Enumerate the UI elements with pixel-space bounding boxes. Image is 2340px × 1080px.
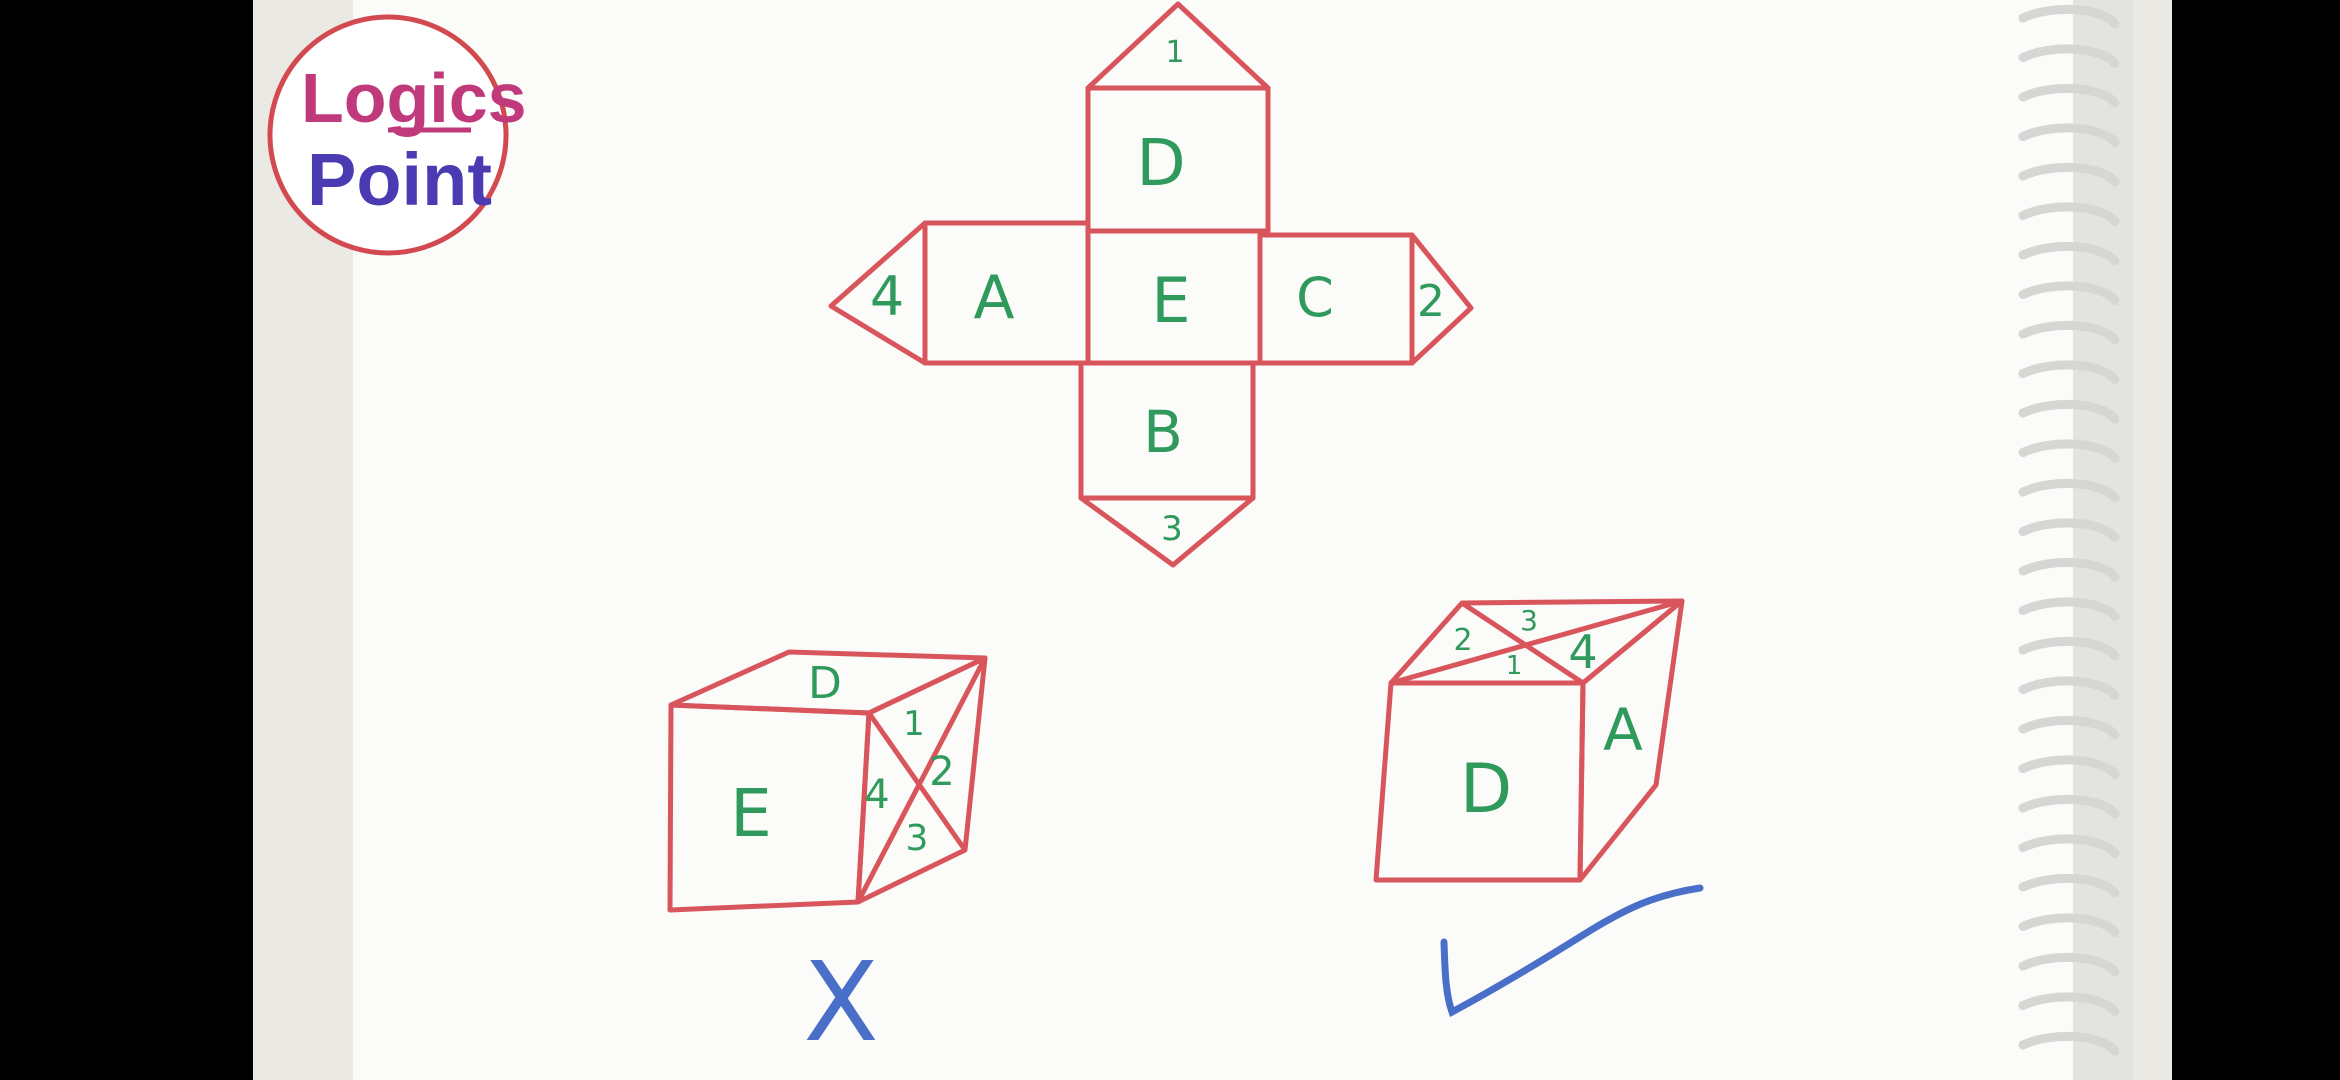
spiral-ring — [2018, 992, 2120, 1016]
net-flap-left-label: 4 — [870, 265, 904, 328]
wrong-cube-side-part-right: 2 — [929, 749, 954, 795]
spiral-ring — [2018, 321, 2120, 345]
net-face-bottom-label: B — [1143, 398, 1183, 466]
right-cube — [1373, 598, 1685, 883]
spiral-ring — [2018, 1032, 2120, 1056]
net-face-center-label: E — [1151, 264, 1190, 337]
spiral-ring — [2018, 795, 2120, 819]
spiral-ring — [2018, 637, 2120, 661]
spiral-ring — [2018, 558, 2120, 582]
logo-line-2: Point — [307, 138, 492, 221]
right-cube-side — [1577, 598, 1685, 883]
spiral-ring — [2018, 518, 2120, 542]
net-flap-right — [1409, 232, 1474, 366]
spiral-ring — [2018, 360, 2120, 384]
spiral-ring — [2018, 242, 2120, 266]
logics-point-logo: Logics Point — [267, 14, 527, 256]
net-face-left-label: A — [973, 263, 1014, 333]
spiral-ring — [2018, 400, 2120, 424]
net-flap-right-label: 2 — [1417, 276, 1445, 327]
wrong-mark: X — [803, 938, 878, 1066]
wrong-cube — [667, 649, 988, 913]
right-cube-top-diagonal-1 — [1390, 598, 1683, 686]
wrong-cube-diagonal-1 — [866, 711, 968, 852]
wrong-cube-side-part-left: 4 — [864, 772, 889, 818]
net-flap-bottom-label: 3 — [1161, 509, 1183, 549]
cube-net — [828, 1, 1474, 568]
net-face-top-label: D — [1136, 127, 1185, 201]
spiral-ring — [2018, 874, 2120, 898]
spiral-ring — [2018, 913, 2120, 937]
right-cube-top-part-left: 2 — [1453, 623, 1472, 658]
spiral-ring — [2018, 834, 2120, 858]
net-labels: 1 D 4 A E C 2 B 3 — [870, 35, 1445, 549]
spiral-ring — [2018, 163, 2120, 187]
spiral-ring — [2018, 84, 2120, 108]
wrong-cube-front-label: E — [730, 775, 772, 852]
net-flap-top — [1085, 1, 1271, 91]
spiral-ring — [2018, 5, 2120, 29]
spiral-ring — [2018, 439, 2120, 463]
paper-sheet — [353, 0, 2073, 1080]
spiral-ring — [2018, 755, 2120, 779]
right-cube-labels: D A 3 2 1 4 — [1453, 604, 1643, 829]
spiral-ring — [2018, 202, 2120, 226]
spiral-ring — [2018, 479, 2120, 503]
net-face-right-label: C — [1296, 266, 1334, 329]
right-cube-side-label: A — [1603, 696, 1643, 764]
spiral-ring — [2018, 44, 2120, 68]
net-flap-top-label: 1 — [1165, 35, 1184, 70]
video-frame: Logics Point 1 D 4 A E C 2 B 3 E D 1 — [253, 0, 2172, 1080]
spiral-binding — [2018, 5, 2120, 1056]
net-flap-bottom — [1078, 495, 1256, 568]
whiteboard-scene: Logics Point 1 D 4 A E C 2 B 3 E D 1 — [253, 0, 2172, 1080]
wrong-cube-diagonal-2 — [855, 656, 988, 904]
wrong-cube-labels: E D 1 4 2 3 — [730, 658, 955, 859]
paper-shadow — [2073, 0, 2133, 1080]
net-flap-left — [828, 220, 928, 366]
right-cube-front-label: D — [1460, 750, 1512, 829]
spiral-ring — [2018, 953, 2120, 977]
logo-line-1: Logics — [301, 59, 527, 137]
right-cube-top-diagonal-2 — [1460, 600, 1585, 686]
spiral-ring — [2018, 281, 2120, 305]
spiral-ring — [2018, 597, 2120, 621]
right-cube-top-part-front: 1 — [1506, 651, 1523, 681]
wrong-cube-side-part-bottom: 3 — [906, 818, 929, 859]
spiral-ring — [2018, 716, 2120, 740]
wrong-cube-side-part-top: 1 — [903, 704, 925, 744]
check-mark — [1440, 884, 1704, 1018]
right-cube-top-part-right: 4 — [1568, 625, 1597, 679]
wrong-cube-top-label: D — [808, 658, 842, 709]
right-cube-top-part-back: 3 — [1520, 604, 1538, 637]
spiral-ring — [2018, 123, 2120, 147]
spiral-ring — [2018, 676, 2120, 700]
